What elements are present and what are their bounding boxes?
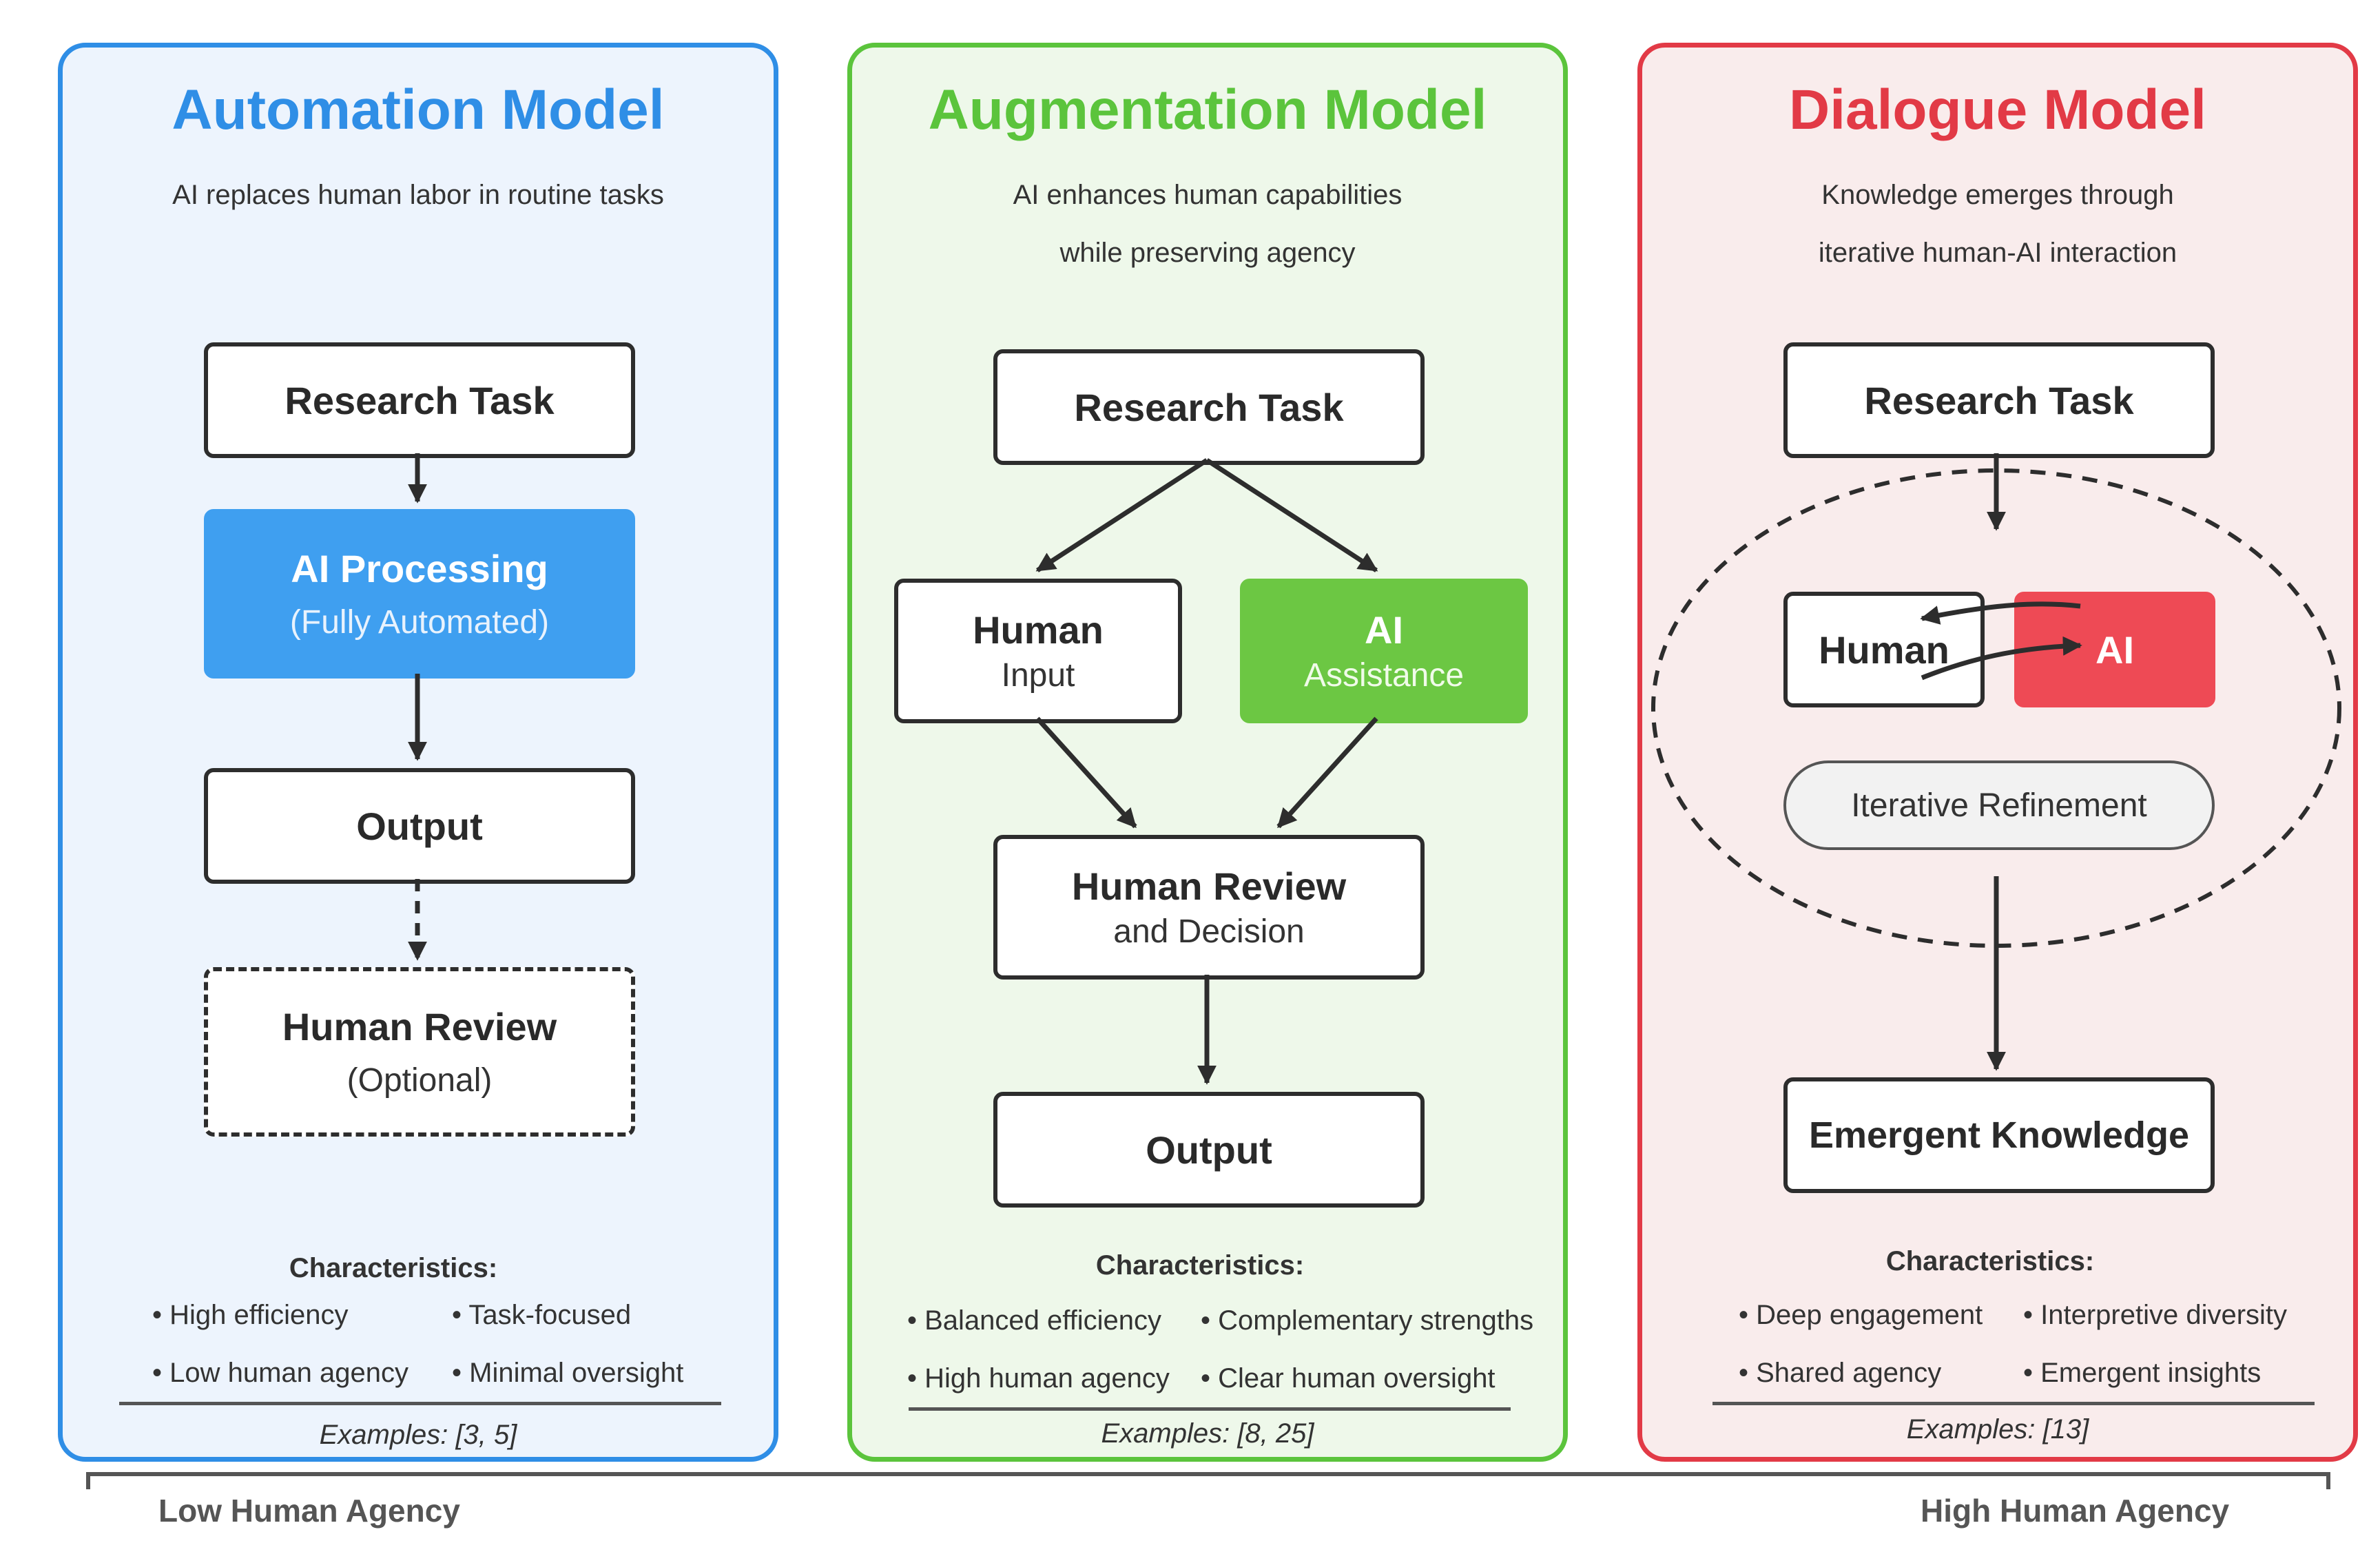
axis-high-label: High Human Agency [1921,1493,2230,1529]
node-label: Human Review [1071,864,1347,908]
dialogue-subtitle-line1: Knowledge emerges through [1821,180,2174,210]
automation-subtitle: AI replaces human labor in routine tasks [172,180,664,210]
node-sublabel: and Decision [1113,913,1305,950]
automation-research-task-node: Research Task [204,342,635,458]
augmentation-research-task-node: Research Task [993,349,1425,465]
node-label: Iterative Refinement [1851,787,2147,824]
node-label: AI Processing [291,547,548,590]
characteristic-item: • Emergent insights [2023,1358,2262,1388]
automation-panel: Automation Model AI replaces human labor… [58,43,778,1462]
augmentation-characteristics-title: Characteristics: [1095,1250,1305,1281]
dialogue-emergent-knowledge-node: Emergent Knowledge [1783,1077,2215,1193]
node-label: Research Task [1864,378,2134,422]
augmentation-panel: Augmentation Model AI enhances human cap… [847,43,1568,1462]
arrow-task-to-ai [1205,458,1378,572]
arrow-human-to-ai [1921,636,2082,681]
node-label: Human Review [282,1005,557,1048]
dialogue-iterative-refinement-node: Iterative Refinement [1783,760,2215,850]
characteristic-item: • Complementary strengths [1201,1305,1534,1336]
characteristic-item: • Minimal oversight [452,1358,684,1388]
characteristic-item: • Interpretive diversity [2023,1300,2288,1330]
arrow-human-to-review [1035,716,1137,829]
node-label: Human [1819,628,1949,672]
agency-axis [86,1472,2330,1489]
node-label: Emergent Knowledge [1808,1115,2190,1156]
automation-characteristics-title: Characteristics: [289,1253,498,1283]
node-sublabel: (Optional) [346,1062,493,1099]
dialogue-subtitle-line2: iterative human-AI interaction [1818,238,2177,268]
node-sublabel: Input [1001,657,1075,694]
augmentation-title: Augmentation Model [928,79,1487,141]
node-label: Research Task [284,378,555,422]
arrow-ai-to-human [1920,601,2081,625]
characteristic-item: • Balanced efficiency [907,1305,1162,1336]
divider [1712,1402,2315,1405]
node-label: Output [356,804,483,848]
dialogue-loop-ellipse [1651,468,2341,948]
node-label: AI [1365,608,1403,652]
node-label: Output [1146,1128,1272,1172]
dialogue-research-task-node: Research Task [1783,342,2215,458]
node-sublabel: (Fully Automated) [289,604,550,641]
node-label: AI [2096,628,2134,672]
augmentation-examples: Examples: [8, 25] [1101,1418,1314,1449]
augmentation-ai-assistance-node: AI Assistance [1240,579,1528,723]
characteristic-item: • Shared agency [1739,1358,1942,1388]
axis-low-label: Low Human Agency [158,1493,460,1529]
characteristic-item: • High efficiency [152,1300,349,1330]
characteristic-item: • Clear human oversight [1201,1363,1496,1394]
node-label: Human [973,608,1104,652]
automation-examples: Examples: [3, 5] [319,1420,517,1450]
dialogue-characteristics-title: Characteristics: [1885,1246,2095,1276]
characteristic-item: • Task-focused [452,1300,632,1330]
automation-output-node: Output [204,768,635,884]
characteristic-item: • High human agency [907,1363,1170,1394]
augmentation-subtitle-line2: while preserving agency [1059,238,1356,268]
augmentation-human-review-node: Human Review and Decision [993,835,1425,980]
node-sublabel: Assistance [1303,657,1465,694]
divider [119,1402,721,1405]
arrow-ai-to-review [1276,716,1378,829]
automation-human-review-node: Human Review (Optional) [204,967,635,1137]
automation-title: Automation Model [172,79,665,141]
dialogue-examples: Examples: [13] [1906,1414,2089,1444]
augmentation-subtitle-line1: AI enhances human capabilities [1013,180,1403,210]
dialogue-title: Dialogue Model [1789,79,2206,141]
characteristic-item: • Low human agency [152,1358,409,1388]
characteristic-item: • Deep engagement [1739,1300,1983,1330]
divider [909,1407,1511,1411]
augmentation-human-input-node: Human Input [894,579,1182,723]
node-label: Research Task [1074,385,1344,429]
arrow-task-to-human [1035,458,1208,572]
augmentation-output-node: Output [993,1092,1425,1208]
